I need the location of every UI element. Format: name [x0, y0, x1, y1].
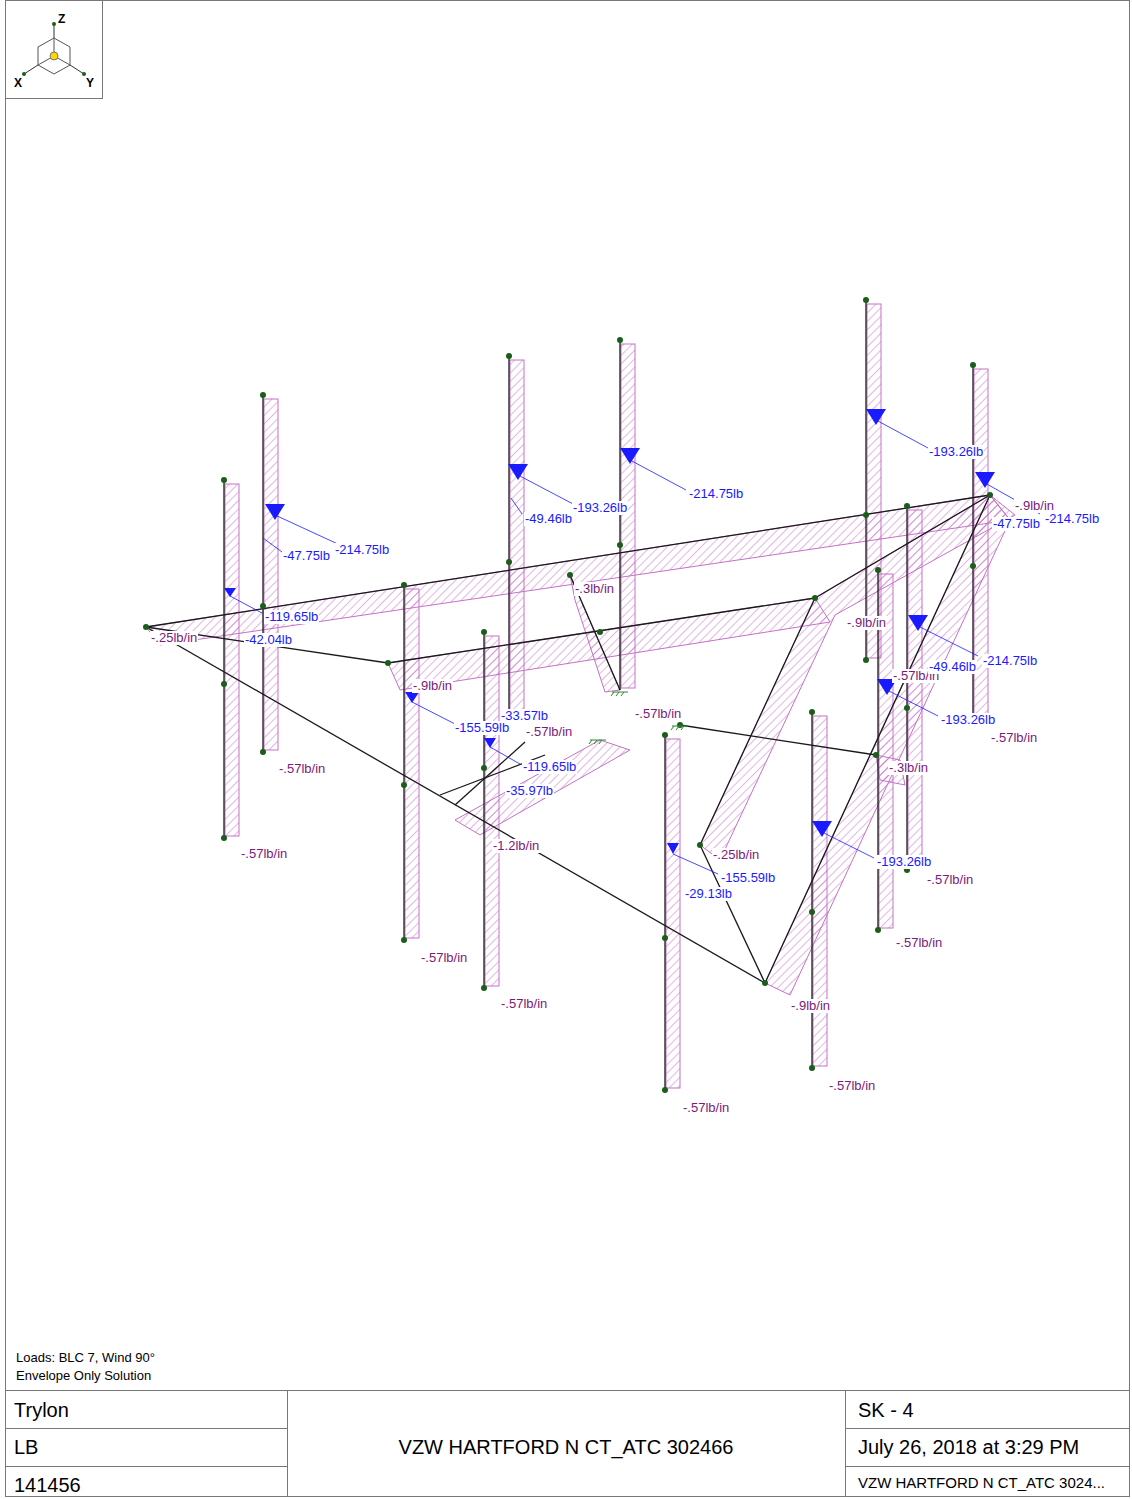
- load-case-note: Envelope Only Solution: [16, 1369, 151, 1383]
- point-load-value: -155.59lb: [720, 871, 776, 885]
- distributed-load-value: -.57lb/in: [500, 997, 548, 1011]
- axis-label: Z: [58, 13, 65, 26]
- load-case-note: Loads: BLC 7, Wind 90°: [16, 1351, 155, 1365]
- distributed-load-value: -.3lb/in: [888, 761, 929, 775]
- pipe-load-band: [225, 304, 988, 1088]
- distributed-load-value: -.57lb/in: [828, 1079, 876, 1093]
- point-load-value: -214.75lb: [1044, 512, 1100, 526]
- point-load-value: -214.75lb: [982, 654, 1038, 668]
- distributed-load-value: -.9lb/in: [790, 999, 831, 1013]
- point-load-value: -49.46lb: [928, 660, 977, 674]
- frame-member: [146, 300, 990, 1090]
- title-block-cell: 141456: [14, 1474, 81, 1496]
- point-load-value: -119.65lb: [522, 760, 577, 774]
- title-block-cell: LB: [14, 1436, 38, 1458]
- point-load-value: -193.26lb: [876, 855, 932, 869]
- point-load-value: -29.13lb: [684, 887, 733, 901]
- distributed-load-value: -.57lb/in: [240, 847, 288, 861]
- distributed-load-value: -1.2lb/in: [492, 839, 540, 853]
- point-load-value: -47.75lb: [992, 517, 1041, 531]
- axis-triad: [22, 22, 86, 76]
- distributed-load-value: -.57lb/in: [895, 936, 943, 950]
- distributed-load-value: -.25lb/in: [712, 848, 760, 862]
- distributed-load-value: -.25lb/in: [150, 631, 198, 645]
- title-block-cell: Trylon: [14, 1399, 69, 1421]
- point-load-value: -155.59lb: [454, 721, 510, 735]
- distributed-load-value: -.3lb/in: [574, 582, 615, 596]
- point-load-value: -49.46lb: [524, 512, 573, 526]
- distributed-load-value: -.57lb/in: [682, 1101, 730, 1115]
- distributed-load-value: -.57lb/in: [278, 762, 326, 776]
- support-symbol: [589, 692, 688, 744]
- title-block-cell: July 26, 2018 at 3:29 PM: [858, 1436, 1079, 1458]
- point-load-value: -193.26lb: [928, 445, 984, 459]
- point-load-value: -42.04lb: [244, 633, 293, 647]
- point-load-value: -193.26lb: [572, 501, 628, 515]
- axis-label: X: [14, 77, 22, 90]
- point-load-value: -193.26lb: [940, 713, 996, 727]
- distributed-load-value: -.57lb/in: [926, 873, 974, 887]
- point-load-value: -47.75lb: [282, 549, 331, 563]
- distributed-load-value: -.57lb/in: [634, 707, 682, 721]
- point-load-value: -35.97lb: [505, 784, 554, 798]
- point-load-arrow: [224, 409, 1040, 874]
- point-load-value: -214.75lb: [688, 487, 744, 501]
- distributed-load-value: -.9lb/in: [846, 616, 887, 630]
- title-block-frame: [5, 1, 1130, 1498]
- distributed-load-value: -.57lb/in: [990, 731, 1038, 745]
- title-block-cell: VZW HARTFORD N CT_ATC 302466: [399, 1436, 734, 1458]
- distributed-load-value: -.57lb/in: [525, 725, 573, 739]
- title-block-cell: SK - 4: [858, 1399, 914, 1421]
- point-load-value: -214.75lb: [334, 543, 390, 557]
- distributed-load-value: -.57lb/in: [420, 951, 468, 965]
- point-load-value: -119.65lb: [264, 610, 319, 624]
- axis-label: Y: [86, 77, 94, 90]
- title-block-cell: VZW HARTFORD N CT_ATC 3024...: [858, 1475, 1105, 1492]
- joint-dot: [143, 297, 993, 1093]
- distributed-load-value: -.9lb/in: [412, 679, 453, 693]
